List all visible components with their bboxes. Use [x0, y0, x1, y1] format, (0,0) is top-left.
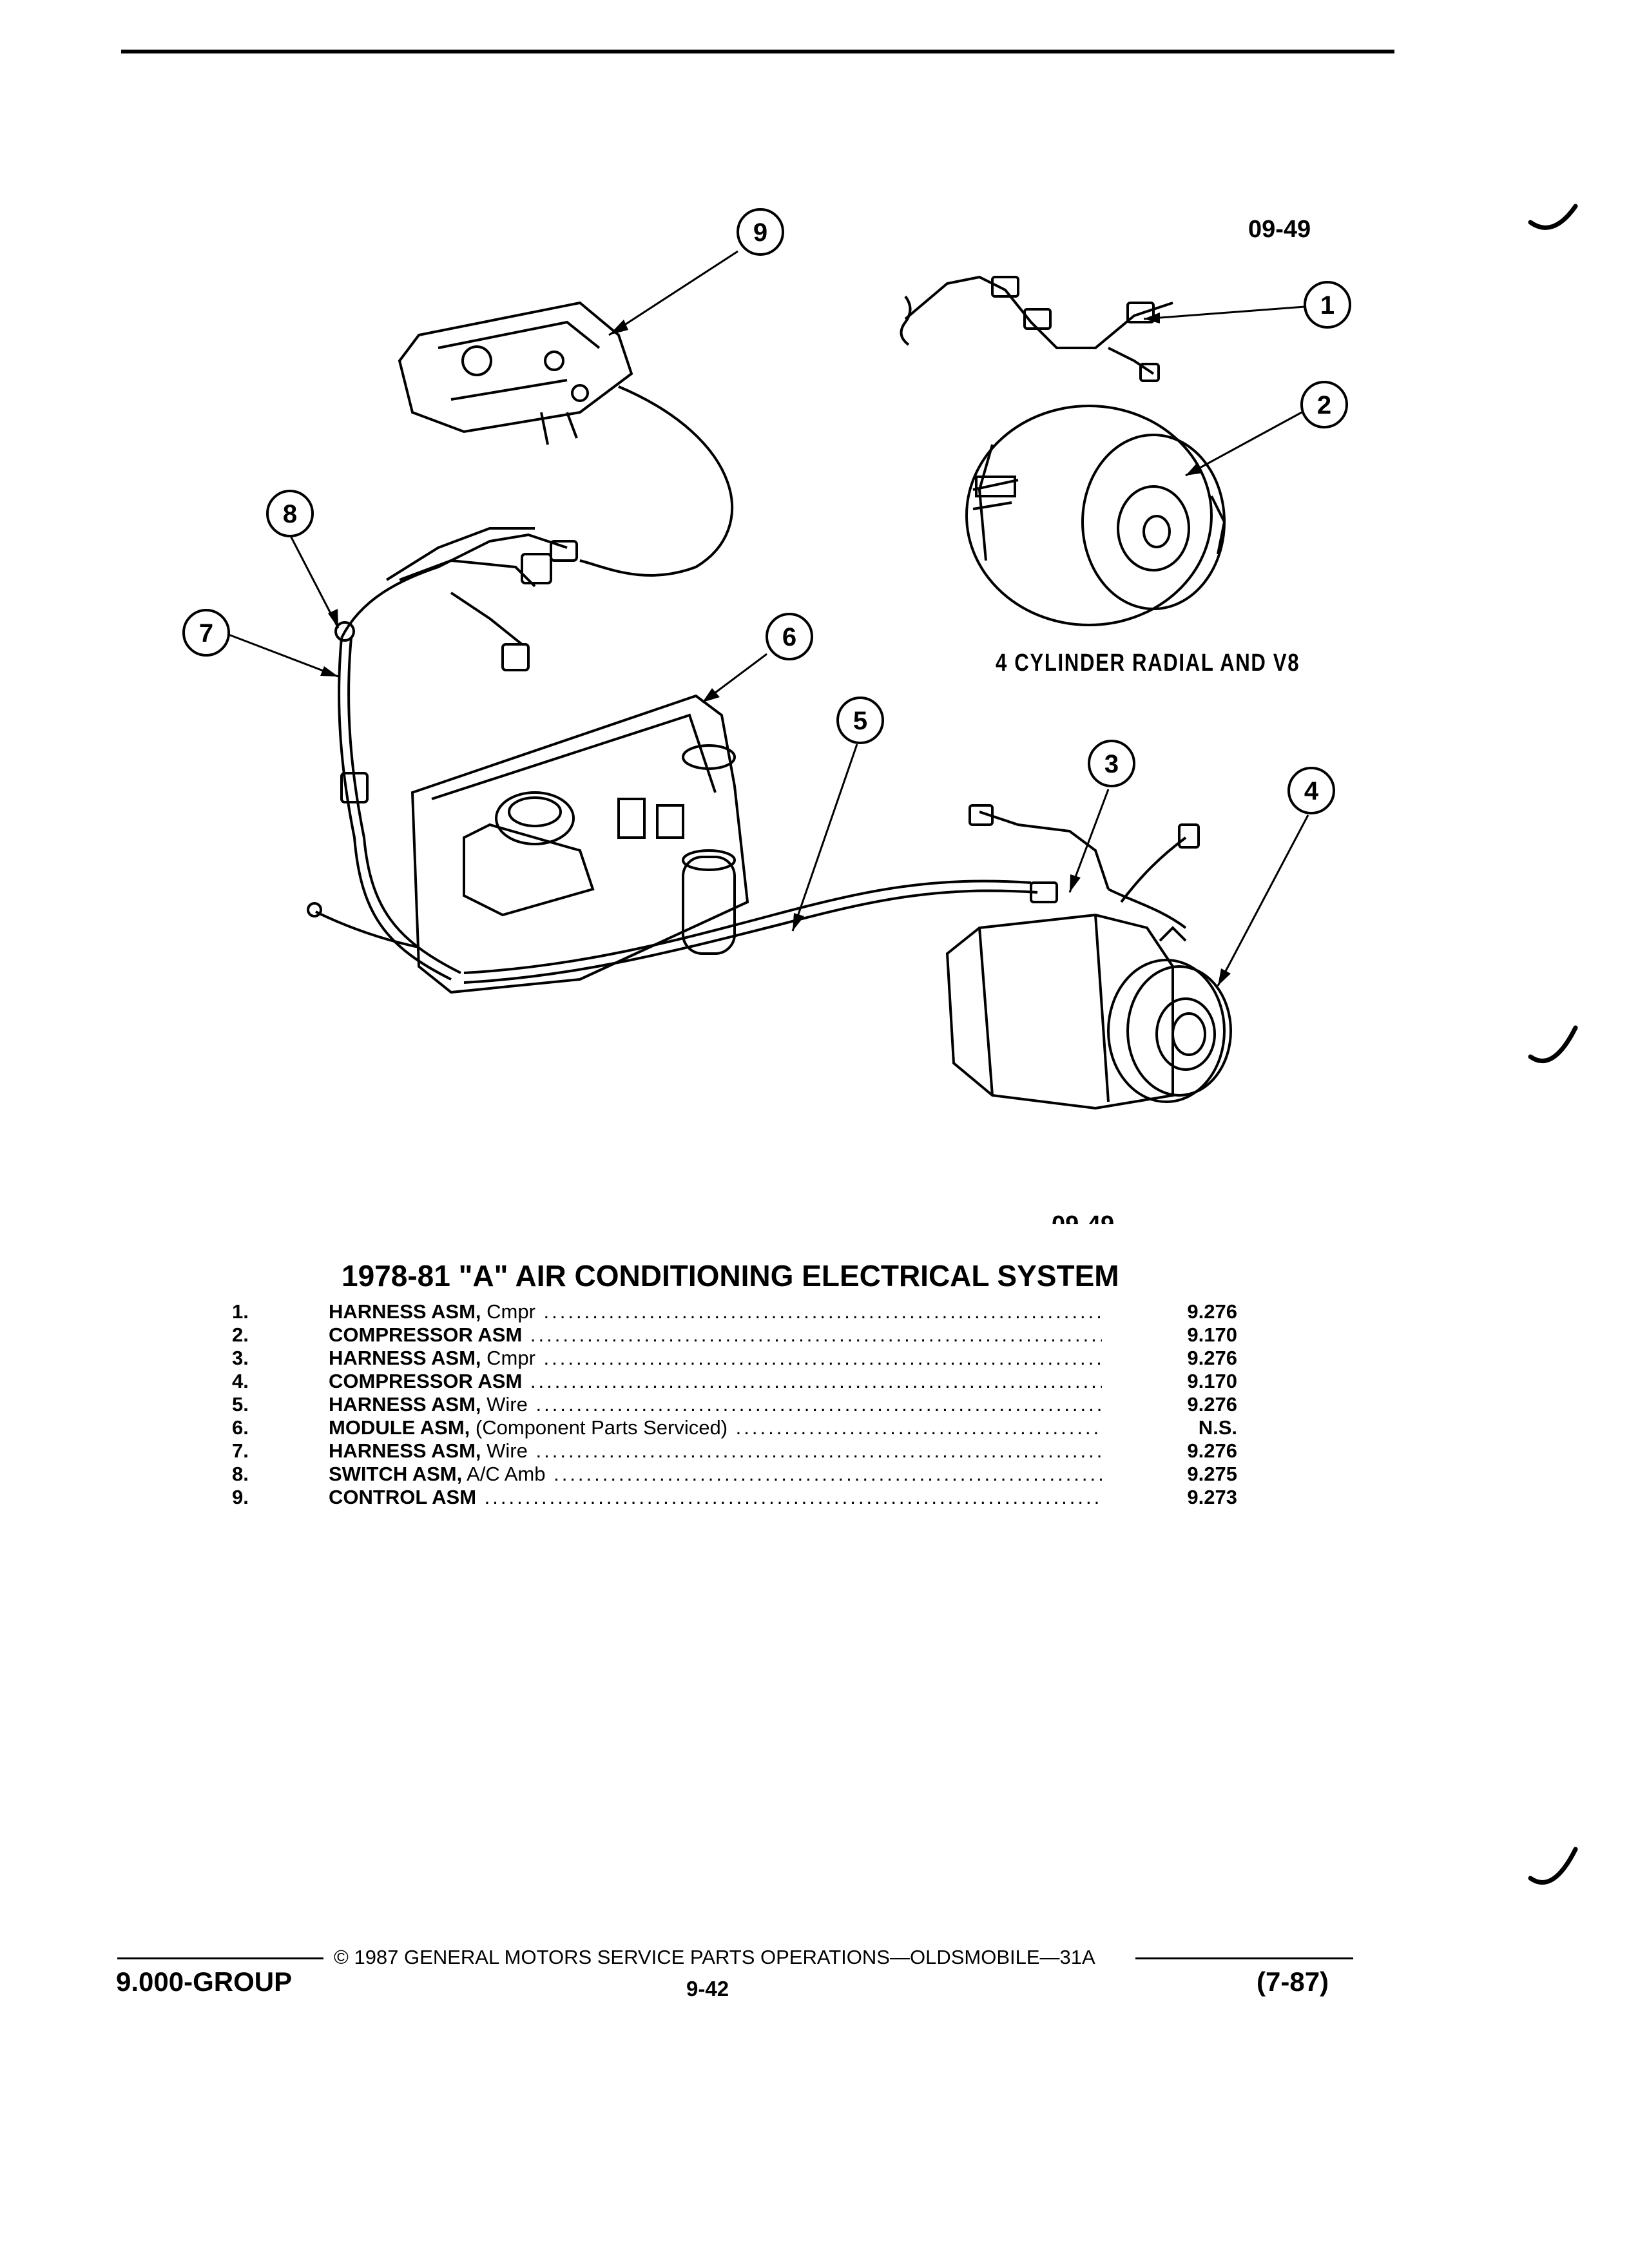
part-name: COMPRESSOR ASM [329, 1370, 523, 1392]
callout-label-6: 6 [782, 623, 796, 651]
callout-label-1: 1 [1320, 291, 1335, 320]
section-title: 1978-81 "A" AIR CONDITIONING ELECTRICAL … [342, 1259, 1119, 1293]
part-reference: 9.170 [1187, 1323, 1237, 1346]
callout-circle-5 [836, 697, 884, 744]
part-reference: N.S. [1198, 1416, 1237, 1439]
callout-circle-2 [1300, 381, 1348, 428]
part-reference: 9.276 [1187, 1439, 1237, 1462]
part-name: CONTROL ASM [329, 1486, 477, 1508]
list-item: 3. HARNESS ASM, Cmpr ...................… [232, 1347, 1237, 1369]
callout-circle-7 [182, 609, 230, 657]
footer-date: (7-87) [1257, 1966, 1329, 1997]
footer-page-number: 9-42 [686, 1977, 729, 2001]
part-reference: 9.276 [1187, 1300, 1237, 1323]
footer-copyright: © 1987 GENERAL MOTORS SERVICE PARTS OPER… [334, 1946, 1095, 1968]
part-detail: Wire [481, 1393, 528, 1416]
footer-group: 9.000-GROUP [116, 1966, 293, 1997]
item-number: 8. [232, 1463, 249, 1485]
list-item: 5. HARNESS ASM, Wire ...................… [232, 1393, 1237, 1416]
list-item: 1. HARNESS ASM, Cmpr ...................… [232, 1300, 1237, 1323]
item-number: 6. [232, 1416, 249, 1439]
top-rule [121, 50, 1394, 53]
v8-compressor-drawing [945, 913, 1232, 1110]
wire-harness-drawing [307, 527, 578, 981]
diagram-code-bottom: 09-49 [1052, 1211, 1114, 1224]
footer-rule-left [117, 1957, 323, 1959]
item-number: 2. [232, 1323, 249, 1346]
part-name: HARNESS ASM, [329, 1393, 481, 1416]
control-assembly-drawing [398, 301, 734, 577]
part-detail: (Component Parts Serviced) [470, 1416, 728, 1439]
part-name: HARNESS ASM, [329, 1439, 481, 1462]
part-detail: Cmpr [481, 1300, 535, 1323]
leader-lines [228, 250, 1309, 986]
callout-circle-9 [737, 208, 784, 256]
part-name: MODULE ASM, [329, 1416, 470, 1439]
list-item: 8. SWITCH ASM, A/C Amb .................… [232, 1463, 1237, 1485]
part-name: HARNESS ASM, [329, 1347, 481, 1369]
item-number: 1. [232, 1300, 249, 1323]
list-item: 6. MODULE ASM, (Component Parts Serviced… [232, 1416, 1237, 1439]
callout-circle-8 [266, 490, 314, 537]
item-number: 7. [232, 1439, 249, 1462]
binder-marks [1528, 204, 1578, 1885]
parts-list: 1. HARNESS ASM, Cmpr ...................… [232, 1300, 1237, 1509]
callout-label-2: 2 [1317, 391, 1331, 419]
callout-label-4: 4 [1304, 777, 1319, 805]
part-reference: 9.275 [1187, 1463, 1237, 1485]
list-item: 9. CONTROL ASM .........................… [232, 1486, 1237, 1508]
list-item: 2. COMPRESSOR ASM ......................… [232, 1323, 1237, 1346]
list-item: 7. HARNESS ASM, Wire ...................… [232, 1439, 1237, 1462]
item-number: 3. [232, 1347, 249, 1369]
part-reference: 9.170 [1187, 1370, 1237, 1392]
callout-label-8: 8 [283, 500, 297, 528]
part-name: HARNESS ASM, [329, 1300, 481, 1323]
item-number: 5. [232, 1393, 249, 1416]
callout-circle-6 [766, 613, 813, 660]
item-number: 9. [232, 1486, 249, 1508]
part-detail: Wire [481, 1439, 528, 1462]
part-detail: Cmpr [481, 1347, 535, 1369]
ac-electrical-diagram: 1 2 3 4 5 6 7 8 9 09-49 09-49 [182, 208, 1351, 1224]
callout-label-3: 3 [1104, 750, 1119, 778]
callout-label-7: 7 [199, 619, 213, 648]
list-item: 4. COMPRESSOR ASM ......................… [232, 1370, 1237, 1392]
part-detail: A/C Amb [462, 1463, 546, 1485]
module-assembly-drawing [410, 694, 749, 994]
part-name: SWITCH ASM, [329, 1463, 463, 1485]
part-reference: 9.276 [1187, 1393, 1237, 1416]
part-reference: 9.273 [1187, 1486, 1237, 1508]
callout-circle-1 [1304, 281, 1351, 329]
item-number: 4. [232, 1370, 249, 1392]
compressor-wire-run-drawing [463, 804, 1200, 984]
callout-circle-3 [1088, 740, 1135, 787]
callout-circle-4 [1287, 767, 1335, 814]
part-reference: 9.276 [1187, 1347, 1237, 1369]
footer-rule-right [1135, 1957, 1353, 1959]
leader-arrowheads [320, 312, 1231, 986]
callout-label-5: 5 [853, 707, 867, 735]
radial-compressor-drawing [965, 405, 1226, 626]
part-name: COMPRESSOR ASM [329, 1323, 523, 1346]
diagram-code-top: 09-49 [1248, 216, 1311, 243]
compressor-harness-drawing [900, 275, 1173, 382]
callout-label-9: 9 [753, 218, 767, 247]
engine-label: 4 CYLINDER RADIAL AND V8 [996, 649, 1300, 677]
